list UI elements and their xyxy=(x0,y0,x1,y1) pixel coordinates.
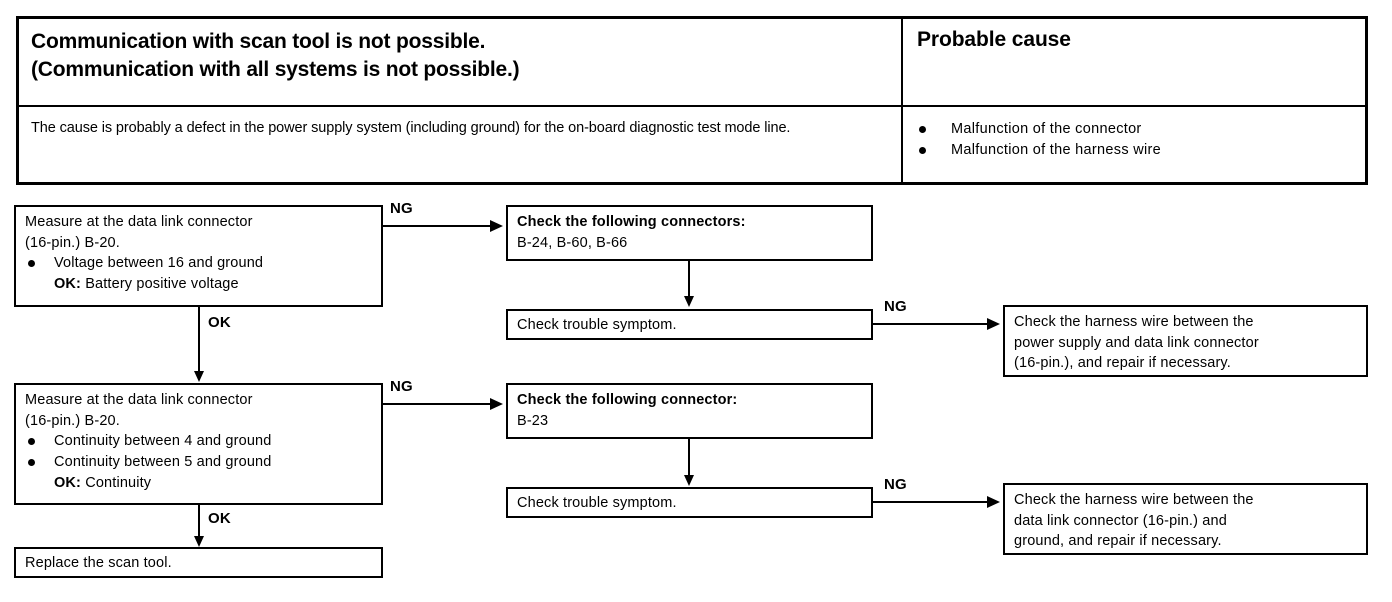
measure-continuity-line1: Measure at the data link connector xyxy=(25,392,253,408)
list-item-label: Voltage between 16 and ground xyxy=(54,255,264,272)
arrow-down-icon xyxy=(194,536,204,547)
measure-voltage-line1: Measure at the data link connector xyxy=(25,214,253,230)
check-connectors-2-list: B-23 xyxy=(517,412,549,429)
flow-box-check-symptom-1: Check trouble symptom. xyxy=(506,309,873,340)
probable-cause-list-cell: Malfunction of the connector Malfunction… xyxy=(903,107,1365,184)
edge-label-ng-symptom1: NG xyxy=(884,298,907,315)
list-item-label: Malfunction of the connector xyxy=(951,121,1142,137)
check-symptom-2-text: Check trouble symptom. xyxy=(517,495,677,511)
connector-step2-ng xyxy=(383,403,490,405)
cause-description-cell: The cause is probably a defect in the po… xyxy=(19,107,903,184)
flow-box-result-ground: Check the harness wire between the data … xyxy=(1003,483,1368,555)
table-body-row: The cause is probably a defect in the po… xyxy=(19,107,1365,184)
replace-scan-tool-text: Replace the scan tool. xyxy=(25,555,172,571)
list-item: Voltage between 16 and ground xyxy=(25,253,373,274)
flow-box-replace-scan-tool: Replace the scan tool. xyxy=(14,547,383,578)
connector-branch1-to-symptom xyxy=(688,261,690,297)
connector-symptom1-ng xyxy=(873,323,987,325)
symptom-header-cell: Communication with scan tool is not poss… xyxy=(19,19,903,105)
list-item: Continuity between 4 and ground xyxy=(25,431,373,452)
probable-cause-list: Malfunction of the connector Malfunction… xyxy=(917,119,1365,161)
result-ground-line2: data link connector (16-pin.) and xyxy=(1014,512,1227,529)
edge-label-ng-step1: NG xyxy=(390,200,413,217)
flow-box-result-power-supply: Check the harness wire between the power… xyxy=(1003,305,1368,377)
flow-box-measure-voltage: Measure at the data link connector (16-p… xyxy=(14,205,383,307)
list-item: Malfunction of the harness wire xyxy=(917,140,1365,161)
symptom-title: Communication with scan tool is not poss… xyxy=(31,28,901,84)
list-item: Continuity between 5 and ground xyxy=(25,452,373,473)
symptom-title-line1: Communication with scan tool is not poss… xyxy=(31,30,486,53)
table-header-row: Communication with scan tool is not poss… xyxy=(19,19,1365,107)
check-connectors-1-title: Check the following connectors: xyxy=(517,214,746,230)
ok-value: Continuity xyxy=(85,474,152,491)
flow-box-check-connectors-1: Check the following connectors: B-24, B-… xyxy=(506,205,873,261)
edge-label-ok-step1: OK xyxy=(208,314,231,331)
bullet-icon xyxy=(28,438,35,446)
flow-box-measure-continuity: Measure at the data link connector (16-p… xyxy=(14,383,383,505)
ok-label: OK: xyxy=(54,276,82,293)
measure-voltage-bullets: Voltage between 16 and ground xyxy=(25,253,373,274)
result-ground-line3: ground, and repair if necessary. xyxy=(1014,533,1222,550)
probable-cause-title: Probable cause xyxy=(917,28,1071,51)
result-ground-line1: Check the harness wire between the xyxy=(1014,492,1254,508)
cause-description-text: The cause is probably a defect in the po… xyxy=(31,120,791,136)
measure-voltage-line2: (16-pin.) B-20. xyxy=(25,234,120,251)
check-connectors-1-list: B-24, B-60, B-66 xyxy=(517,234,628,251)
check-connectors-2-title: Check the following connector: xyxy=(517,392,738,408)
list-item-label: Continuity between 5 and ground xyxy=(54,454,272,471)
connector-step1-to-step2 xyxy=(198,307,200,372)
arrow-down-icon xyxy=(194,371,204,382)
list-item-label: Malfunction of the harness wire xyxy=(951,142,1161,159)
edge-label-ng-step2: NG xyxy=(390,378,413,395)
arrow-down-icon xyxy=(684,296,694,307)
edge-label-ok-step2: OK xyxy=(208,510,231,527)
ok-label: OK: xyxy=(54,474,82,491)
edge-label-ng-symptom2: NG xyxy=(884,476,907,493)
result-power-supply-line2: power supply and data link connector xyxy=(1014,334,1259,351)
bullet-icon xyxy=(919,126,926,133)
measure-continuity-ok: OK: Continuity xyxy=(25,473,373,494)
connector-symptom2-ng xyxy=(873,501,987,503)
probable-cause-header-cell: Probable cause xyxy=(903,19,1365,105)
arrow-right-icon xyxy=(987,496,1000,508)
symptom-table: Communication with scan tool is not poss… xyxy=(16,16,1368,185)
bullet-icon xyxy=(28,260,35,268)
connector-step1-ng xyxy=(383,225,490,227)
bullet-icon xyxy=(919,147,926,155)
bullet-icon xyxy=(28,459,35,467)
arrow-right-icon xyxy=(490,398,503,410)
result-power-supply-line1: Check the harness wire between the xyxy=(1014,314,1254,330)
flow-box-check-symptom-2: Check trouble symptom. xyxy=(506,487,873,518)
arrow-right-icon xyxy=(490,220,503,232)
symptom-title-line2: (Communication with all systems is not p… xyxy=(31,57,520,81)
result-power-supply-line3: (16-pin.), and repair if necessary. xyxy=(1014,355,1231,372)
ok-value: Battery positive voltage xyxy=(85,276,239,293)
measure-voltage-ok: OK: Battery positive voltage xyxy=(25,274,373,295)
measure-continuity-bullets: Continuity between 4 and ground Continui… xyxy=(25,431,373,472)
measure-continuity-line2: (16-pin.) B-20. xyxy=(25,412,120,429)
list-item: Malfunction of the connector xyxy=(917,119,1365,140)
list-item-label: Continuity between 4 and ground xyxy=(54,433,272,450)
arrow-down-icon xyxy=(684,475,694,486)
connector-step2-to-step3 xyxy=(198,505,200,538)
check-symptom-1-text: Check trouble symptom. xyxy=(517,317,677,333)
arrow-right-icon xyxy=(987,318,1000,330)
connector-branch2-to-symptom xyxy=(688,439,690,476)
flow-box-check-connectors-2: Check the following connector: B-23 xyxy=(506,383,873,439)
